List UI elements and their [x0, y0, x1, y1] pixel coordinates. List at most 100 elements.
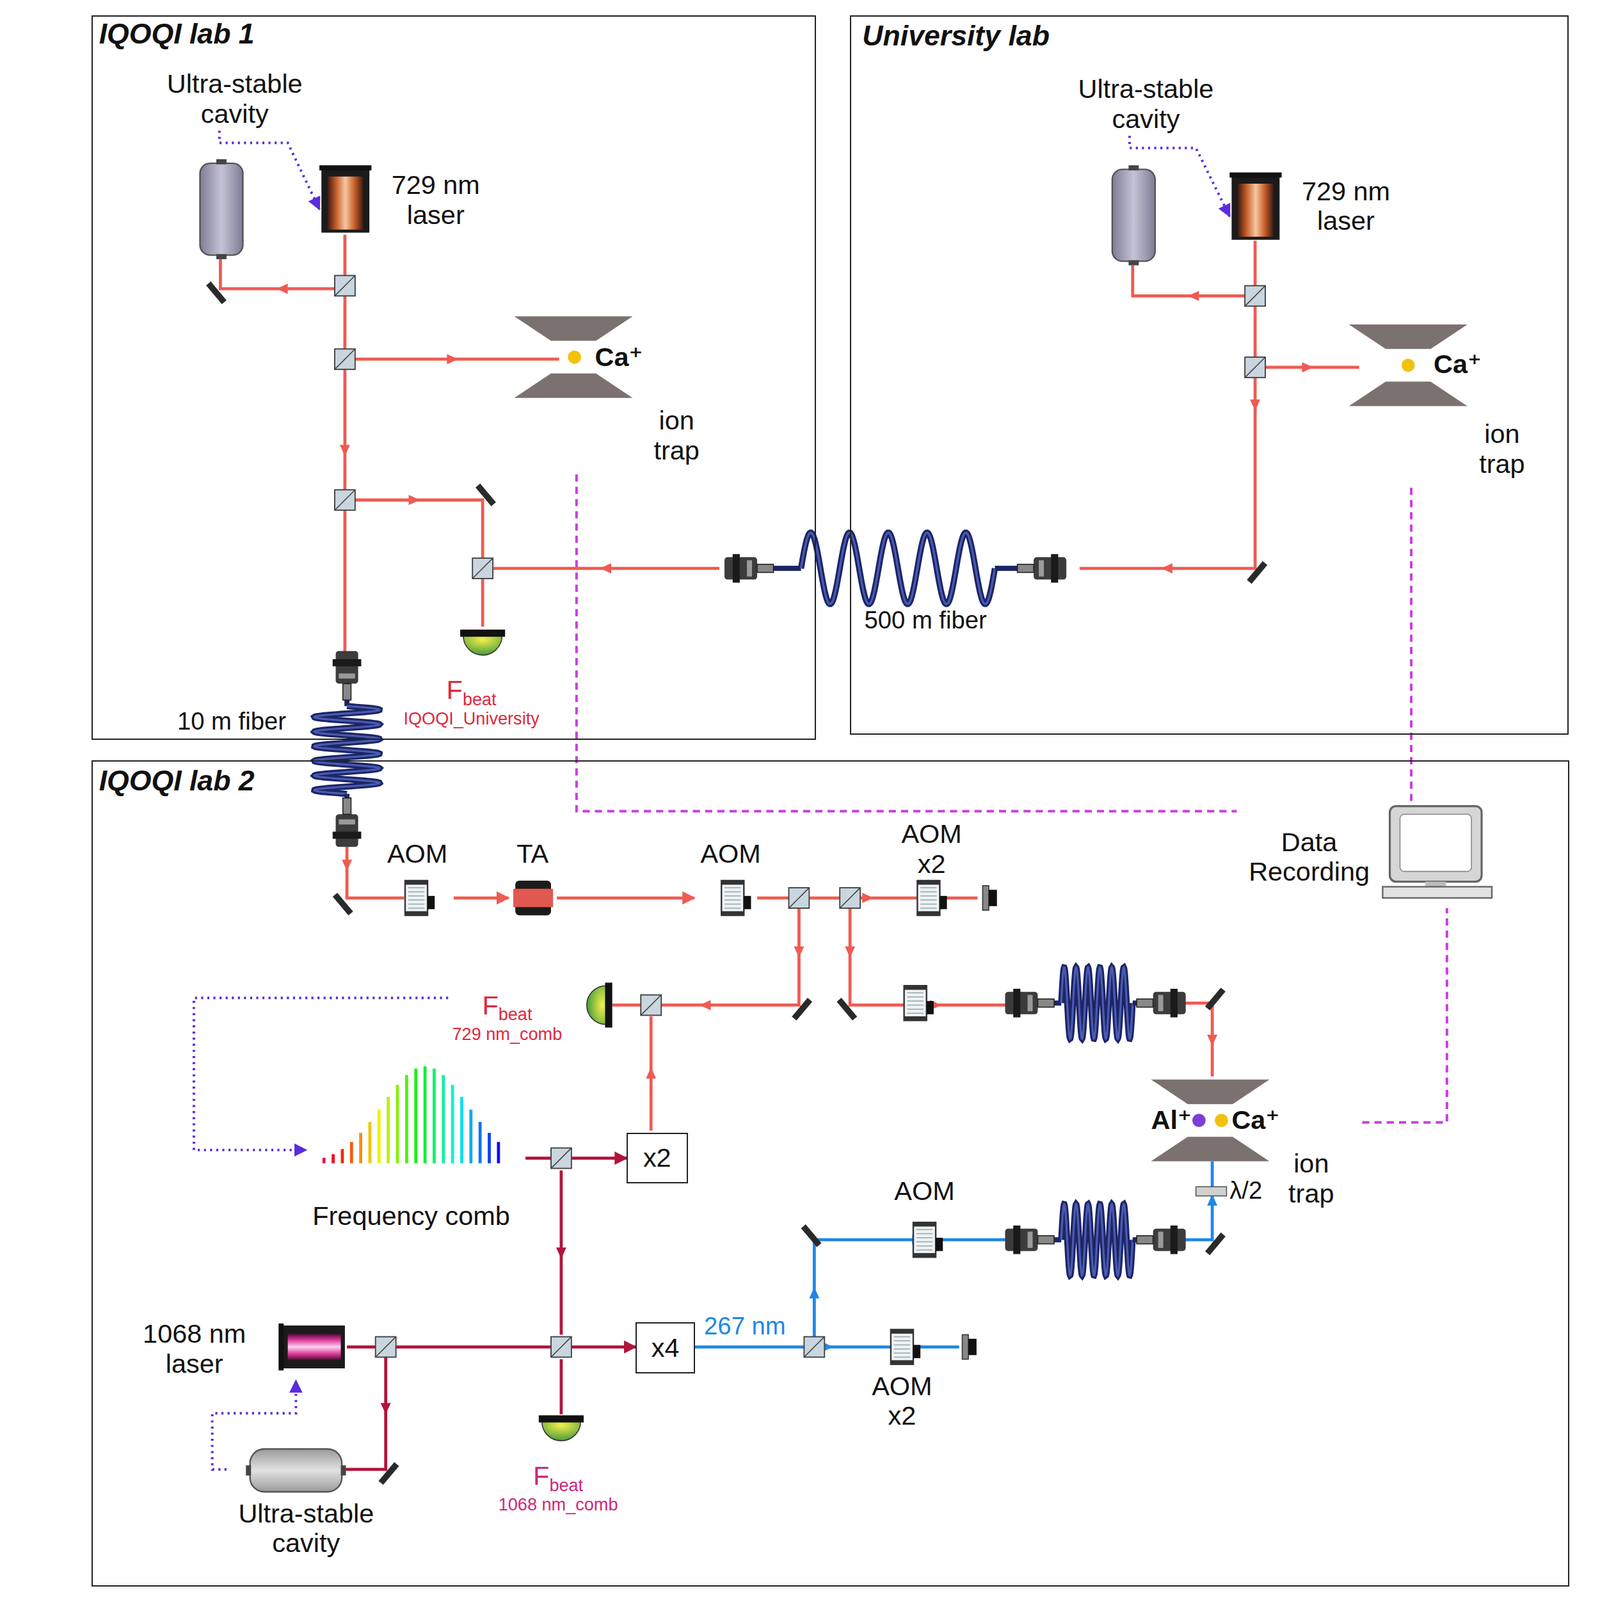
- beam-arrow: [844, 946, 856, 959]
- laser-beam: [849, 897, 1021, 1005]
- node-text: IQOQI_University: [403, 709, 539, 729]
- ultra-stable-cavity-body: [200, 159, 244, 260]
- data-link: [1409, 487, 1413, 802]
- laser-head: [319, 165, 372, 233]
- annotation-label: 267 nm: [704, 1312, 786, 1341]
- comb-spectrum: [322, 1066, 500, 1163]
- feedback-link: [193, 997, 448, 1151]
- fiber-coupler: [1004, 1225, 1055, 1255]
- annotation-label: λ/2: [1229, 1176, 1263, 1205]
- node-text: beat: [462, 689, 497, 710]
- beam-arrow: [408, 494, 421, 505]
- optical-fiber: [314, 705, 380, 794]
- laser-beam: [344, 1347, 386, 1470]
- mirror: [1205, 1232, 1226, 1256]
- aom-double-pass: AOM x2: [889, 817, 975, 881]
- tapered-amplifier-body: [513, 880, 553, 916]
- laser-beam: [344, 499, 483, 627]
- beam-arrow: [339, 444, 351, 457]
- node-text: F: [446, 675, 463, 705]
- beam-arrow: [556, 1247, 567, 1259]
- optical-fiber: [995, 565, 1018, 571]
- photodiode: [460, 629, 505, 656]
- tapered-amplifier: TA: [508, 839, 557, 922]
- beam-arrow: [645, 1067, 656, 1080]
- laser: 729 nm laser: [319, 168, 491, 232]
- aom-double-pass: AOM x2: [859, 1368, 944, 1433]
- beam-splitter: [803, 1336, 825, 1358]
- beam-arrow: [808, 1287, 820, 1299]
- beam-arrow: [862, 892, 874, 904]
- lab-heading: IQOQI lab 2: [99, 764, 255, 797]
- fiber-coupler: [332, 650, 362, 701]
- beam-arrow: [1301, 362, 1314, 373]
- beam-arrow: [1249, 399, 1261, 411]
- computer-icon: [1382, 806, 1492, 898]
- node-text: Ca⁺: [1231, 1105, 1280, 1135]
- node-text: Data Recording: [1242, 827, 1376, 888]
- beam-splitter: [334, 489, 356, 511]
- aom-crystal: [890, 1329, 921, 1364]
- aom-crystal: [721, 880, 751, 916]
- optical-fiber: [801, 532, 996, 604]
- node-text: x2: [643, 1143, 672, 1173]
- beam-arrow: [1160, 563, 1173, 574]
- aom: AOM: [888, 1176, 962, 1259]
- ion-trap: Ca⁺ ion trap: [510, 316, 730, 475]
- ion: [567, 350, 582, 365]
- lab-box: IQOQI lab 1 Ultra-stable cavity729 nm las…: [91, 15, 816, 740]
- beam-arrow: [1207, 1034, 1218, 1047]
- laser-beam: [1132, 265, 1256, 297]
- beam-arrow: [380, 1402, 392, 1415]
- ultra-stable-cavity-body: [1112, 165, 1156, 265]
- beam-splitter: [839, 887, 861, 909]
- fiber-coupler: [332, 798, 362, 848]
- retro-mirror: [962, 1334, 977, 1359]
- beam-splitter: [640, 995, 662, 1016]
- laser-beam: [612, 897, 800, 1005]
- beam-splitter: [551, 1336, 572, 1358]
- fiber-coupler: [1004, 988, 1055, 1018]
- aom-crystal: [917, 880, 947, 916]
- laser-head: [278, 1323, 345, 1371]
- annotation-label: 500 m fiber: [864, 606, 987, 635]
- retro-mirror: [982, 885, 997, 911]
- beam-splitter: [788, 887, 809, 909]
- ion: [1192, 1113, 1206, 1128]
- mirror: [206, 281, 227, 304]
- half-wave-plate: [1196, 1186, 1227, 1196]
- node-text: beat: [498, 1004, 533, 1024]
- lab-heading: IQOQI lab 1: [99, 17, 255, 50]
- node-text: 729 nm_comb: [452, 1024, 563, 1044]
- node-text: 1068 nm_comb: [498, 1495, 619, 1515]
- node-text: F: [533, 1461, 550, 1491]
- beam-splitter: [1244, 285, 1266, 306]
- ultra-stable-cavity-body: [245, 1448, 346, 1492]
- node-text: 729 nm laser: [1294, 176, 1397, 237]
- laser-beam: [1173, 1160, 1213, 1240]
- optical-fiber: [1132, 1000, 1137, 1006]
- node-text: Ultra-stable cavity: [229, 1498, 383, 1559]
- ultra-stable-cavity: Ultra-stable cavity: [226, 1440, 386, 1558]
- mirror: [332, 892, 354, 916]
- node-text: beat: [549, 1475, 584, 1496]
- laser-beam: [1079, 240, 1256, 569]
- optical-fiber: [1132, 1237, 1137, 1243]
- node-text: ion trap: [645, 405, 708, 466]
- laser-beam-link: [453, 896, 509, 900]
- fiber-coupler: [1136, 1225, 1186, 1255]
- beam-arrow: [276, 283, 288, 294]
- beam-arrow: [446, 353, 459, 365]
- aom-crystal: [913, 1222, 943, 1257]
- data-recording: Data Recording: [1236, 801, 1497, 909]
- node-text: ion trap: [1471, 419, 1533, 479]
- laser-beam-link: [556, 896, 695, 900]
- node-text: Ca⁺: [595, 342, 644, 372]
- node-text: AOM: [387, 839, 448, 869]
- mirror: [1246, 561, 1268, 584]
- cavity-label: Ultra-stable cavity: [154, 67, 316, 131]
- ion: [1214, 1113, 1229, 1128]
- frequency-quadrupler: x4: [635, 1322, 695, 1374]
- node-text: Frequency comb: [312, 1201, 511, 1231]
